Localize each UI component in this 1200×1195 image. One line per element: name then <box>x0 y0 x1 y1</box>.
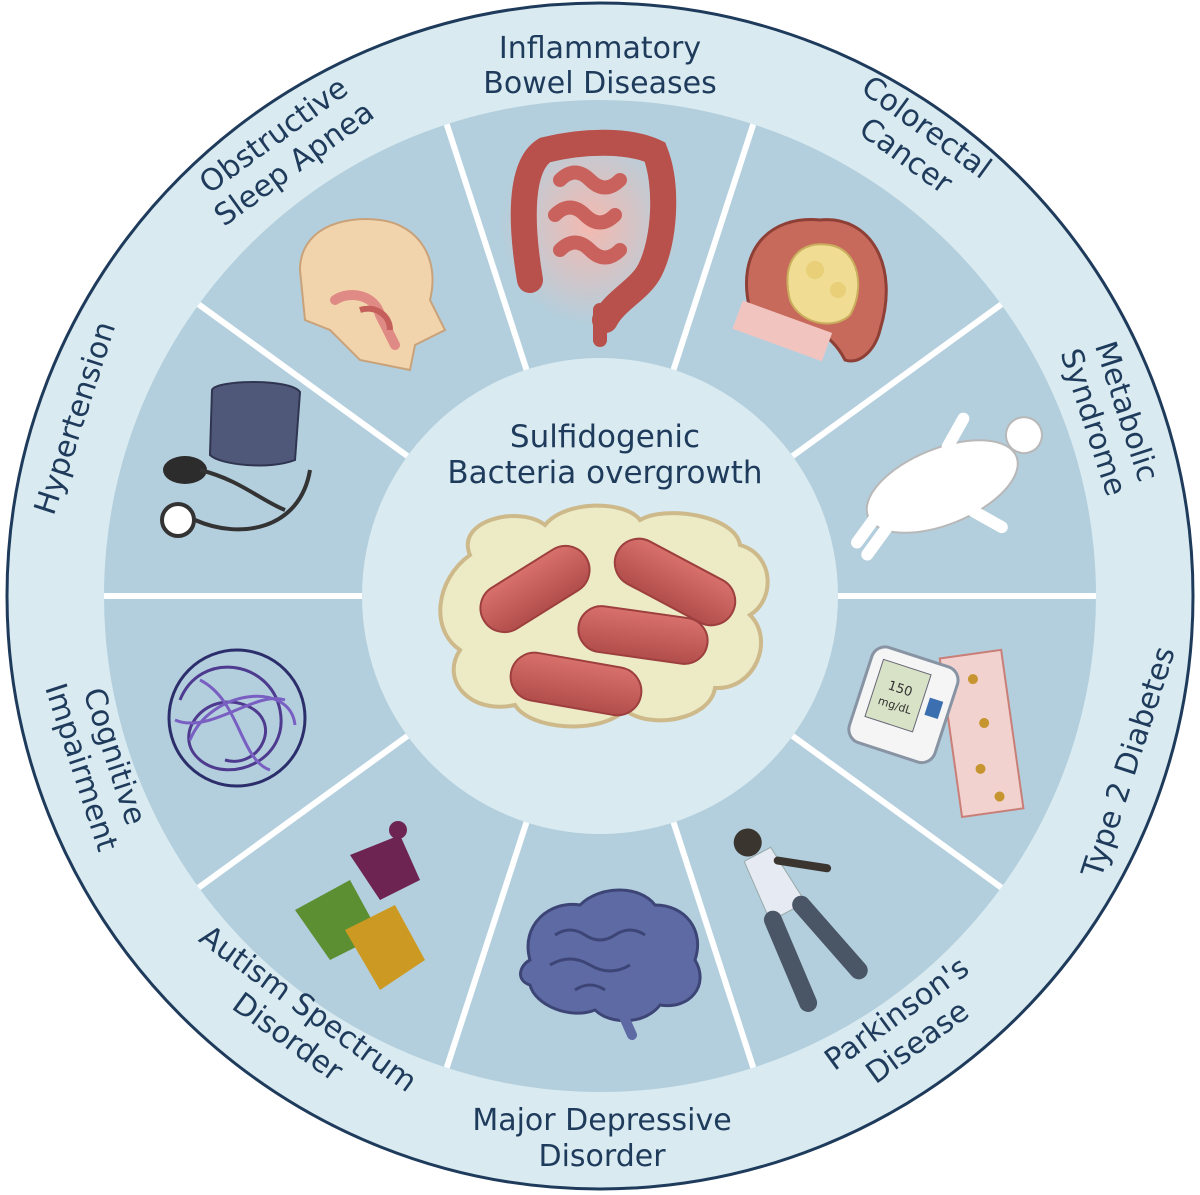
falling-person-icon <box>733 828 868 1012</box>
segment-divider <box>790 733 1004 890</box>
segment-divider <box>670 123 757 371</box>
bacterium-rod <box>577 605 709 665</box>
depressive-label-line2: Disorder <box>538 1139 666 1174</box>
ibd-label-line2: Bowel Diseases <box>483 66 716 101</box>
brain-icon <box>519 888 702 1040</box>
blood-pressure-cuff-icon <box>160 381 312 538</box>
center-title-line2: Bacteria overgrowth <box>447 455 762 491</box>
bacterium-rod <box>479 544 591 634</box>
colon-icon <box>500 125 680 347</box>
segment-divider <box>790 302 1004 459</box>
depressive-label: Major Depressive <box>472 1103 731 1138</box>
segment-divider <box>670 821 757 1069</box>
bacterium-rod <box>509 651 643 717</box>
segment-dividers <box>104 123 1096 1069</box>
glucose-meter-icon: 150 mg/dL <box>847 645 1025 819</box>
obese-body-icon <box>851 412 1043 561</box>
tumor-icon <box>732 218 888 363</box>
puzzle-icon <box>295 821 425 990</box>
tangled-yarn-icon <box>167 648 307 788</box>
bacterium-rod <box>613 537 737 627</box>
ibd-label: Inflammatory <box>499 31 701 66</box>
segment-divider <box>196 302 410 459</box>
center-title-line1: Sulfidogenic <box>510 419 700 455</box>
airway-head-icon <box>298 218 447 372</box>
segment-divider <box>443 123 530 371</box>
segment-divider <box>443 821 530 1069</box>
bacteria-cluster-icon <box>438 503 770 729</box>
meter-reading: 150 <box>886 678 914 700</box>
segment-divider <box>196 733 410 890</box>
